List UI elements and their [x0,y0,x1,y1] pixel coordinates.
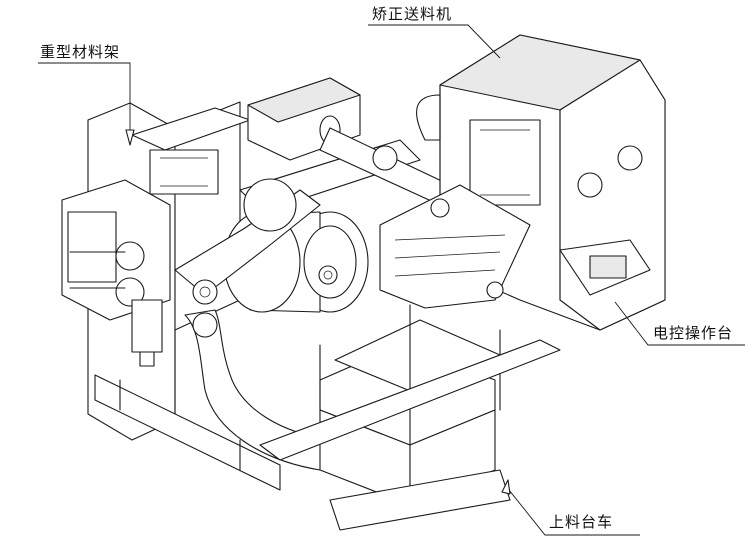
mandrel-drum [223,211,369,313]
reel-frame [61,101,251,441]
label-control-panel: 电控操作台 [653,324,734,342]
label-straightener-feeder: 矫正送料机 [372,5,453,23]
press-arm [174,178,321,305]
leader-lines [38,24,745,536]
feed-tray [379,184,531,309]
label-loading-cart: 上料台车 [549,513,614,531]
control-panel-box [559,239,651,296]
label-heavy-reel: 重型材料架 [40,43,121,61]
base-rails [94,339,561,531]
